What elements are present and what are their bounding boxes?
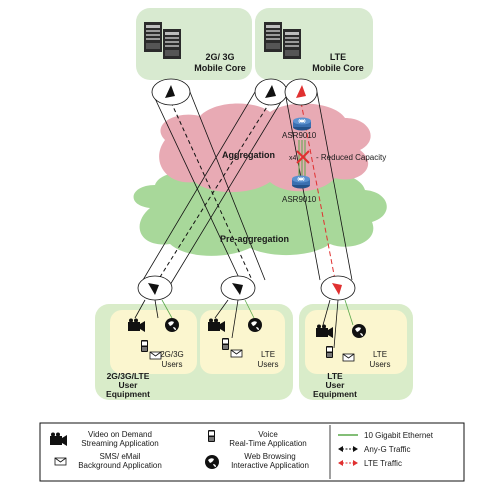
tunnel-dashed-lines bbox=[154, 101, 337, 286]
mail-icon bbox=[230, 349, 243, 358]
legend-voice-1: Voice bbox=[258, 430, 278, 439]
core-box-2g3g bbox=[136, 8, 252, 80]
legend-voice-2: Real-Time Application bbox=[229, 439, 307, 448]
router-icon bbox=[292, 117, 312, 131]
arrow-up-icon bbox=[165, 85, 175, 98]
reduced-capacity-label: - Reduced Capacity bbox=[316, 153, 386, 162]
users-lte-b-label-1: LTE bbox=[373, 350, 387, 359]
legend-anyg-swatch bbox=[338, 446, 358, 452]
router-multiplier: x4 bbox=[289, 155, 297, 162]
ue-left-label-1: 2G/3G/LTE bbox=[107, 371, 150, 381]
phone-icon bbox=[222, 338, 229, 350]
phone-icon bbox=[208, 430, 215, 442]
core-box-lte bbox=[255, 8, 373, 80]
globe-icon bbox=[352, 324, 366, 338]
aggregation-label: Aggregation bbox=[222, 150, 275, 160]
legend-web-2: Interactive Application bbox=[231, 461, 309, 470]
legend-video-1: Video on Demand bbox=[88, 430, 152, 439]
tunnels bbox=[139, 91, 353, 286]
core-2g3g-label-1: 2G/ 3G bbox=[205, 52, 234, 62]
users-2g3g-label-2: Users bbox=[162, 360, 183, 369]
router-icon bbox=[291, 175, 311, 189]
lte-arrow-down-icon bbox=[332, 283, 342, 295]
lte-arrow-up-icon bbox=[296, 85, 306, 98]
legend-video-2: Streaming Application bbox=[81, 439, 158, 448]
reduced-capacity-x-icon bbox=[296, 150, 310, 164]
core-lte-label-1: LTE bbox=[330, 52, 346, 62]
arrow-down-icon bbox=[148, 283, 159, 295]
users-2g3g-area bbox=[110, 310, 197, 374]
users-lte-b-label-2: Users bbox=[370, 360, 391, 369]
globe-icon bbox=[205, 455, 219, 469]
ue-right-label-2: User bbox=[326, 380, 346, 390]
users-lte-a-label-2: Users bbox=[258, 360, 279, 369]
preaggregation-label: Pre-aggregation bbox=[220, 234, 289, 244]
legend-web-1: Web Browsing bbox=[244, 452, 295, 461]
arrow-up-icon bbox=[265, 85, 276, 98]
router-bottom-label: ASR9010 bbox=[282, 195, 317, 204]
legend-sms-1: SMS/ eMail bbox=[100, 452, 141, 461]
mail-icon bbox=[342, 353, 355, 362]
legend-sms-2: Background Application bbox=[78, 461, 162, 470]
drop-lines bbox=[134, 299, 354, 349]
router-top-label: ASR9010 bbox=[282, 131, 317, 140]
tunnel-end-bottom bbox=[137, 275, 356, 301]
legend-lte: LTE Traffic bbox=[364, 459, 402, 468]
arrow-down-icon bbox=[232, 283, 243, 295]
globe-icon bbox=[165, 318, 179, 332]
phone-icon bbox=[141, 340, 148, 352]
users-2g3g-label-1: 2G/3G bbox=[160, 350, 184, 359]
aggregation-cloud bbox=[159, 103, 371, 193]
legend-box bbox=[39, 422, 465, 482]
tunnel-end-top bbox=[151, 78, 318, 106]
legend-eth: 10 Gigabit Ethernet bbox=[364, 431, 434, 440]
legend-lte-swatch bbox=[338, 460, 358, 466]
users-lte-area-b bbox=[305, 310, 407, 374]
globe-icon bbox=[248, 318, 262, 332]
users-lte-a-label-1: LTE bbox=[261, 350, 275, 359]
phone-icon bbox=[326, 346, 333, 358]
legend-anyg: Any-G Traffic bbox=[364, 445, 411, 454]
core-lte-label-2: Mobile Core bbox=[312, 63, 364, 73]
core-2g3g-label-2: Mobile Core bbox=[194, 63, 246, 73]
ue-left-label-2: User bbox=[119, 380, 139, 390]
mail-icon bbox=[54, 457, 67, 466]
ue-right-label-3: Equipment bbox=[313, 389, 357, 399]
ue-right-label-1: LTE bbox=[327, 371, 343, 381]
ue-left-label-3: Equipment bbox=[106, 389, 150, 399]
